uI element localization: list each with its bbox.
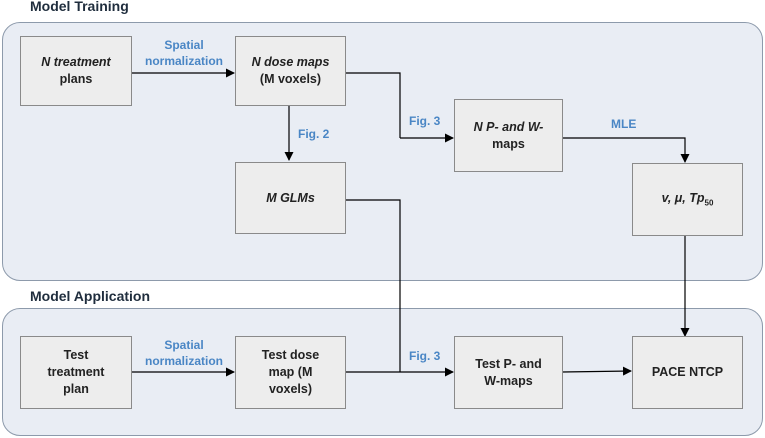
dose-maps-box: N dose maps(M voxels) [235, 36, 346, 106]
model-parameters-box: v, μ, Tp50 [632, 163, 743, 236]
arrow-testpw-to-ntcp [561, 366, 632, 376]
fig3-application-label: Fig. 3 [409, 349, 441, 363]
pace-ntcp-box: PACE NTCP [632, 336, 743, 409]
arrow-pw-to-params [562, 137, 690, 163]
model-application-title: Model Application [30, 288, 151, 304]
fig3-training-label: Fig. 3 [409, 114, 441, 128]
glms-box: M GLMs [235, 162, 346, 234]
line-glms-to-bus [345, 199, 401, 372]
line-dose-to-bus [345, 72, 401, 138]
fig2-label: Fig. 2 [298, 127, 330, 141]
pw-maps-box: N P- and W-maps [454, 99, 563, 172]
model-training-title: Model Training [30, 0, 129, 14]
mle-label: MLE [611, 117, 637, 131]
